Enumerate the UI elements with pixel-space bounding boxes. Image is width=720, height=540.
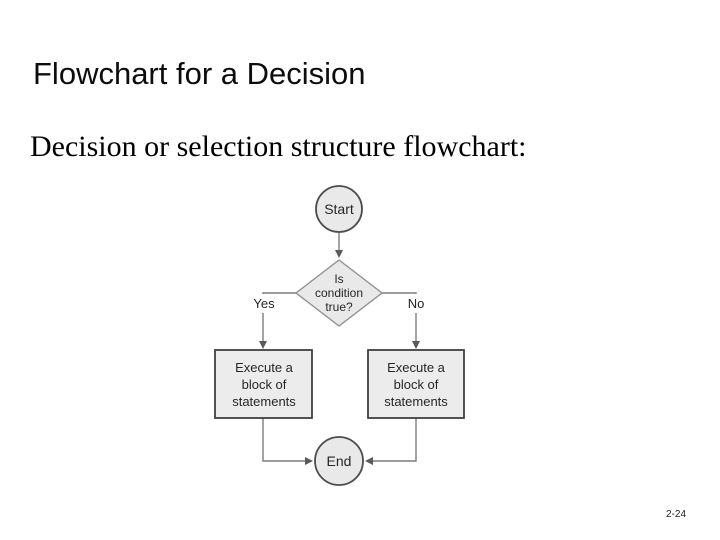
true-branch-process-shape — [214, 349, 313, 419]
end-terminator-shape — [314, 436, 364, 486]
no-branch-label: No — [400, 294, 432, 313]
slide-title: Flowchart for a Decision — [33, 56, 366, 91]
true-branch-process-label: Execute a block of statements — [232, 359, 296, 409]
arrowhead-down-to-condition-icon — [335, 250, 343, 258]
false-branch-process-label: Execute a block of statements — [384, 359, 448, 409]
connector-left-box-to-end — [262, 418, 305, 462]
arrowhead-left-to-end-icon — [365, 457, 373, 465]
connector-no-branch — [382, 292, 417, 341]
decision-diamond-shape — [294, 259, 384, 327]
start-terminator-shape — [315, 185, 363, 233]
condition-node-label: Is condition true? — [314, 272, 364, 314]
connector-yes-branch — [262, 292, 296, 341]
slide-page-number: 2-24 — [665, 509, 686, 520]
start-node-label: Start — [324, 201, 354, 217]
arrowhead-down-to-left-box-icon — [259, 341, 267, 349]
yes-branch-label: Yes — [244, 294, 284, 313]
false-branch-process-shape — [367, 349, 465, 419]
connector-right-box-to-end — [373, 418, 417, 462]
slide-subtitle: Decision or selection structure flowchar… — [30, 130, 527, 163]
end-node-label: End — [326, 453, 352, 469]
arrowhead-right-to-end-icon — [305, 457, 313, 465]
arrowhead-down-to-right-box-icon — [412, 341, 420, 349]
